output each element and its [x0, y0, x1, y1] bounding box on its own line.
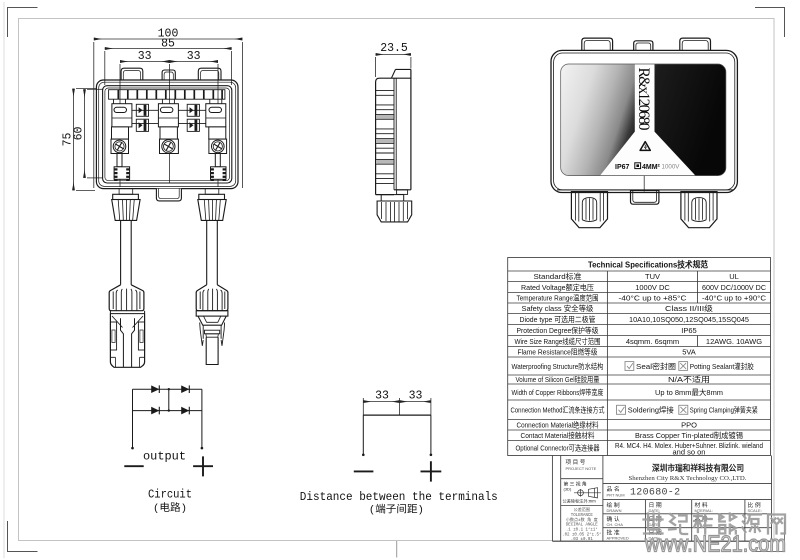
svg-text:and so on: and so on — [673, 448, 706, 457]
svg-text:PROJECT NOTE: PROJECT NOTE — [566, 466, 597, 471]
svg-text:项 目 号: 项 目 号 — [566, 459, 586, 466]
svg-text:5VA: 5VA — [682, 348, 696, 357]
svg-text:日 期: 日 期 — [649, 502, 662, 509]
svg-text:R&x120680: R&x120680 — [635, 68, 652, 131]
svg-text:Shenzhen City R&X Technology C: Shenzhen City R&X Technology CO.,LTD. — [629, 475, 747, 482]
svg-text:DECIMAL ANGLE: DECIMAL ANGLE — [566, 524, 598, 528]
svg-text:Diode type 可选用二极管: Diode type 可选用二极管 — [520, 314, 596, 324]
svg-text:23.5: 23.5 — [380, 42, 408, 55]
svg-text:APPROVED: APPROVED — [607, 536, 629, 541]
svg-text:TUV: TUV — [645, 272, 660, 281]
svg-text:1000V DC: 1000V DC — [635, 283, 670, 292]
svg-text:小数点±数 角 度: 小数点±数 角 度 — [566, 516, 598, 523]
svg-text:Spring Clamping弹簧夹紧: Spring Clamping弹簧夹紧 — [690, 405, 758, 415]
svg-text:Connection Method汇流条连接方式: Connection Method汇流条连接方式 — [511, 405, 605, 415]
svg-text:Volume of Silicon Gel硅胶用量: Volume of Silicon Gel硅胶用量 — [516, 374, 600, 384]
svg-text:Potting Sealant灌封胶: Potting Sealant灌封胶 — [690, 361, 754, 371]
svg-text:Up to 8mm最大8mm: Up to 8mm最大8mm — [655, 387, 723, 397]
svg-text:N/A不适用: N/A不适用 — [668, 374, 710, 384]
svg-text:60: 60 — [73, 127, 86, 141]
svg-text:33: 33 — [187, 50, 201, 63]
svg-text:.02 ±0.05 2°±.5°: .02 ±0.05 2°±.5° — [562, 532, 601, 537]
svg-text:-40°C up to +85°C: -40°C up to +85°C — [619, 294, 688, 303]
svg-text:Protection Degree保护等级: Protection Degree保护等级 — [517, 325, 599, 335]
svg-text:output: output — [143, 450, 186, 464]
svg-text:.1 ±0.1 1°±1°: .1 ±0.1 1°±1° — [566, 528, 598, 533]
svg-text:DRAWN: DRAWN — [607, 508, 622, 513]
svg-text:深圳市瑞和祥科技有限公司: 深圳市瑞和祥科技有限公司 — [652, 463, 744, 473]
svg-text:Waterproofing Structure防水结构: Waterproofing Structure防水结构 — [512, 361, 604, 371]
svg-text:85: 85 — [161, 38, 175, 51]
svg-text:R4. MC4. H4. Molex. Huber+Suhn: R4. MC4. H4. Molex. Huber+Suhner. Blizli… — [615, 441, 763, 450]
svg-text:PRT NUM: PRT NUM — [607, 493, 625, 498]
svg-text:4sqmm. 6sqmm: 4sqmm. 6sqmm — [626, 337, 679, 346]
svg-text:75: 75 — [62, 133, 75, 147]
svg-text:1000V: 1000V — [662, 164, 681, 171]
svg-text:PPO: PPO — [681, 421, 697, 430]
svg-text:www.NE21.com: www.NE21.com — [644, 531, 786, 557]
svg-text:Brass Copper Tin-plated制成镀锡: Brass Copper Tin-plated制成镀锡 — [635, 430, 743, 440]
svg-text:(电路): (电路) — [153, 501, 187, 515]
svg-text:Width of Copper Ribbons焊带宽度: Width of Copper Ribbons焊带宽度 — [512, 387, 604, 397]
svg-text:品 质: 品 质 — [695, 515, 708, 523]
svg-text:Optional Connector可选连接器: Optional Connector可选连接器 — [516, 443, 600, 453]
svg-text:Flame Resistance阻燃等级: Flame Resistance阻燃等级 — [518, 347, 598, 357]
svg-text:33: 33 — [138, 50, 152, 63]
svg-text:IP67: IP67 — [615, 164, 630, 171]
svg-text:600V DC/1000V DC: 600V DC/1000V DC — [702, 283, 767, 292]
svg-text:第 三 视 角: 第 三 视 角 — [564, 481, 587, 488]
svg-text:Rated Voltage额定电压: Rated Voltage额定电压 — [521, 282, 594, 292]
svg-text:Circuit: Circuit — [148, 488, 192, 502]
svg-text:Soldering焊接: Soldering焊接 — [628, 405, 674, 415]
svg-text:12AWG. 10AWG: 12AWG. 10AWG — [706, 337, 762, 346]
svg-text:TOLERANCE: TOLERANCE — [571, 514, 594, 518]
svg-text:DATE:: DATE: — [649, 508, 660, 513]
svg-text:MTERIAL:: MTERIAL: — [695, 508, 713, 513]
svg-text:33: 33 — [409, 390, 423, 403]
svg-text:材 料: 材 料 — [695, 501, 708, 509]
svg-text:SCALE:: SCALE: — [748, 508, 762, 513]
svg-text:Distance between the terminals: Distance between the terminals — [300, 490, 498, 504]
svg-text:确 认: 确 认 — [607, 515, 620, 523]
svg-text:-40°C up to +90°C: -40°C up to +90°C — [702, 294, 767, 303]
svg-text:33: 33 — [375, 390, 389, 403]
svg-text:Technical Specifications技术规范: Technical Specifications技术规范 — [588, 259, 708, 270]
svg-text:比 例: 比 例 — [748, 501, 761, 509]
svg-text:100: 100 — [158, 28, 179, 41]
svg-text:Class II/III级: Class II/III级 — [665, 303, 714, 313]
svg-text:Seal密封圈: Seal密封圈 — [636, 361, 676, 371]
svg-text:DATE:: DATE: — [649, 536, 660, 541]
svg-text:公差范围: 公差范围 — [574, 506, 590, 513]
svg-text:Wire Size Range线缆尺寸范围: Wire Size Range线缆尺寸范围 — [515, 336, 601, 346]
svg-text:4MM²: 4MM² — [642, 164, 661, 171]
svg-text:UL: UL — [729, 272, 739, 281]
svg-text:(3D): (3D) — [564, 487, 572, 492]
svg-text:Standard标准: Standard标准 — [534, 271, 583, 281]
svg-text:(端子间距): (端子间距) — [369, 503, 424, 517]
svg-text:IP65: IP65 — [681, 326, 696, 335]
svg-text:Safety class 安全等级: Safety class 安全等级 — [522, 303, 594, 313]
svg-text:品 名: 品 名 — [607, 485, 620, 493]
svg-text:120680-2: 120680-2 — [630, 488, 680, 499]
svg-text:Temperature Range温度范围: Temperature Range温度范围 — [517, 293, 599, 303]
svg-text:公差除标注外:mm: 公差除标注外:mm — [563, 498, 597, 505]
svg-text:CH. CHA: CH. CHA — [607, 522, 624, 527]
svg-text:Contact Material接触材料: Contact Material接触材料 — [521, 430, 595, 440]
svg-text:批 准: 批 准 — [607, 529, 620, 537]
svg-text:10A10,10SQ050,12SQ045,15SQ045: 10A10,10SQ050,12SQ045,15SQ045 — [629, 315, 749, 324]
svg-text:绘 制: 绘 制 — [607, 501, 620, 509]
svg-text:Connection Material绝缘材料: Connection Material绝缘材料 — [517, 420, 599, 430]
svg-text:.03 ±0.01: .03 ±0.01 — [571, 538, 594, 542]
